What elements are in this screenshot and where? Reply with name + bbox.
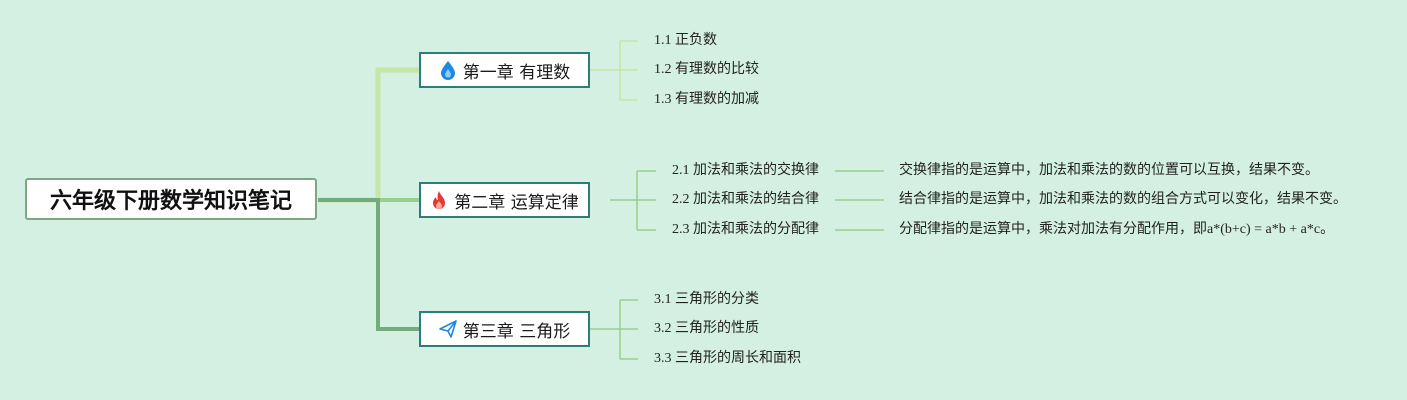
subtopic-3-2[interactable]: 3.2 三角形的性质 <box>654 321 759 336</box>
item-lines-chapter-1 <box>590 40 638 101</box>
note-2-1[interactable]: 交换律指的是运算中，加法和乘法的数的位置可以互换，结果不变。 <box>899 163 1319 178</box>
water-drop-icon <box>439 60 457 80</box>
subtopic-3-1[interactable]: 3.1 三角形的分类 <box>654 292 759 307</box>
root-topic[interactable]: 六年级下册数学知识笔记 <box>25 178 317 220</box>
subtopic-1-3[interactable]: 1.3 有理数的加减 <box>654 92 759 107</box>
subtopic-2-2[interactable]: 2.2 加法和乘法的结合律 <box>672 192 819 207</box>
subtopic-2-3[interactable]: 2.3 加法和乘法的分配律 <box>672 222 819 237</box>
note-2-2[interactable]: 结合律指的是运算中，加法和乘法的数的组合方式可以变化，结果不变。 <box>899 192 1347 207</box>
branch-line-chapter-1 <box>318 67 419 203</box>
chapter-2-label: 第二章 运算定律 <box>454 192 579 213</box>
subtopic-3-3[interactable]: 3.3 三角形的周长和面积 <box>654 351 801 366</box>
subtopic-1-2[interactable]: 1.2 有理数的比较 <box>654 62 759 77</box>
branch-line-chapter-3 <box>318 198 419 331</box>
chapter-2-node[interactable]: 第二章 运算定律 <box>419 182 590 218</box>
root-topic-label: 六年级下册数学知识笔记 <box>49 189 292 214</box>
note-2-3[interactable]: 分配律指的是运算中，乘法对加法有分配作用，即a*(b+c) = a*b + a*… <box>899 222 1335 237</box>
chapter-1-node[interactable]: 第一章 有理数 <box>419 52 590 88</box>
item-lines-chapter-2 <box>610 170 656 231</box>
item-lines-chapter-3 <box>590 299 638 360</box>
chapter-3-label: 第三章 三角形 <box>462 321 571 342</box>
chapter-1-label: 第一章 有理数 <box>462 62 571 83</box>
paper-plane-icon <box>438 319 457 339</box>
chapter-3-node[interactable]: 第三章 三角形 <box>419 311 590 347</box>
subtopic-2-1[interactable]: 2.1 加法和乘法的交换律 <box>672 163 819 178</box>
subtopic-1-1[interactable]: 1.1 正负数 <box>654 33 717 48</box>
fire-icon <box>430 190 448 210</box>
